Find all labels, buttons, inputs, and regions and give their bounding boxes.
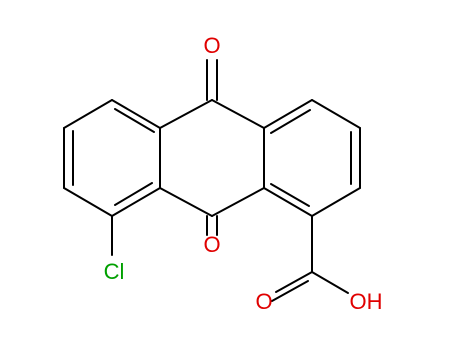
bond-carboxyl-double-1 xyxy=(275,271,313,293)
bond-m1 xyxy=(159,99,213,129)
bond-l3-inner xyxy=(114,182,153,206)
atom-labels: O O Cl O OH xyxy=(104,33,383,314)
bond-r1-inner xyxy=(270,109,311,134)
bond-l6 xyxy=(63,99,113,129)
bond-r2 xyxy=(311,99,361,129)
bond-carboxyl-double-2 xyxy=(271,280,309,302)
bond-carboxyl-oh xyxy=(311,271,349,294)
bond-l1-inner xyxy=(114,108,155,133)
bonds xyxy=(63,59,361,302)
oxygen-carbonyl-label: O xyxy=(255,289,272,314)
oxygen-top-label: O xyxy=(203,33,220,58)
bond-r4 xyxy=(311,187,361,217)
bond-m4 xyxy=(211,187,265,217)
bond-r5 xyxy=(263,187,313,217)
bond-l4 xyxy=(63,187,113,217)
bond-r5-inner xyxy=(270,183,310,207)
chlorine-label: Cl xyxy=(104,259,125,284)
bond-r1 xyxy=(263,99,313,129)
bond-m5 xyxy=(159,187,213,217)
bond-l3 xyxy=(111,187,161,217)
bond-m2 xyxy=(211,99,265,129)
hydroxyl-label: OH xyxy=(350,289,383,314)
bond-l1 xyxy=(111,99,161,129)
oxygen-bottom-label: O xyxy=(203,232,220,257)
